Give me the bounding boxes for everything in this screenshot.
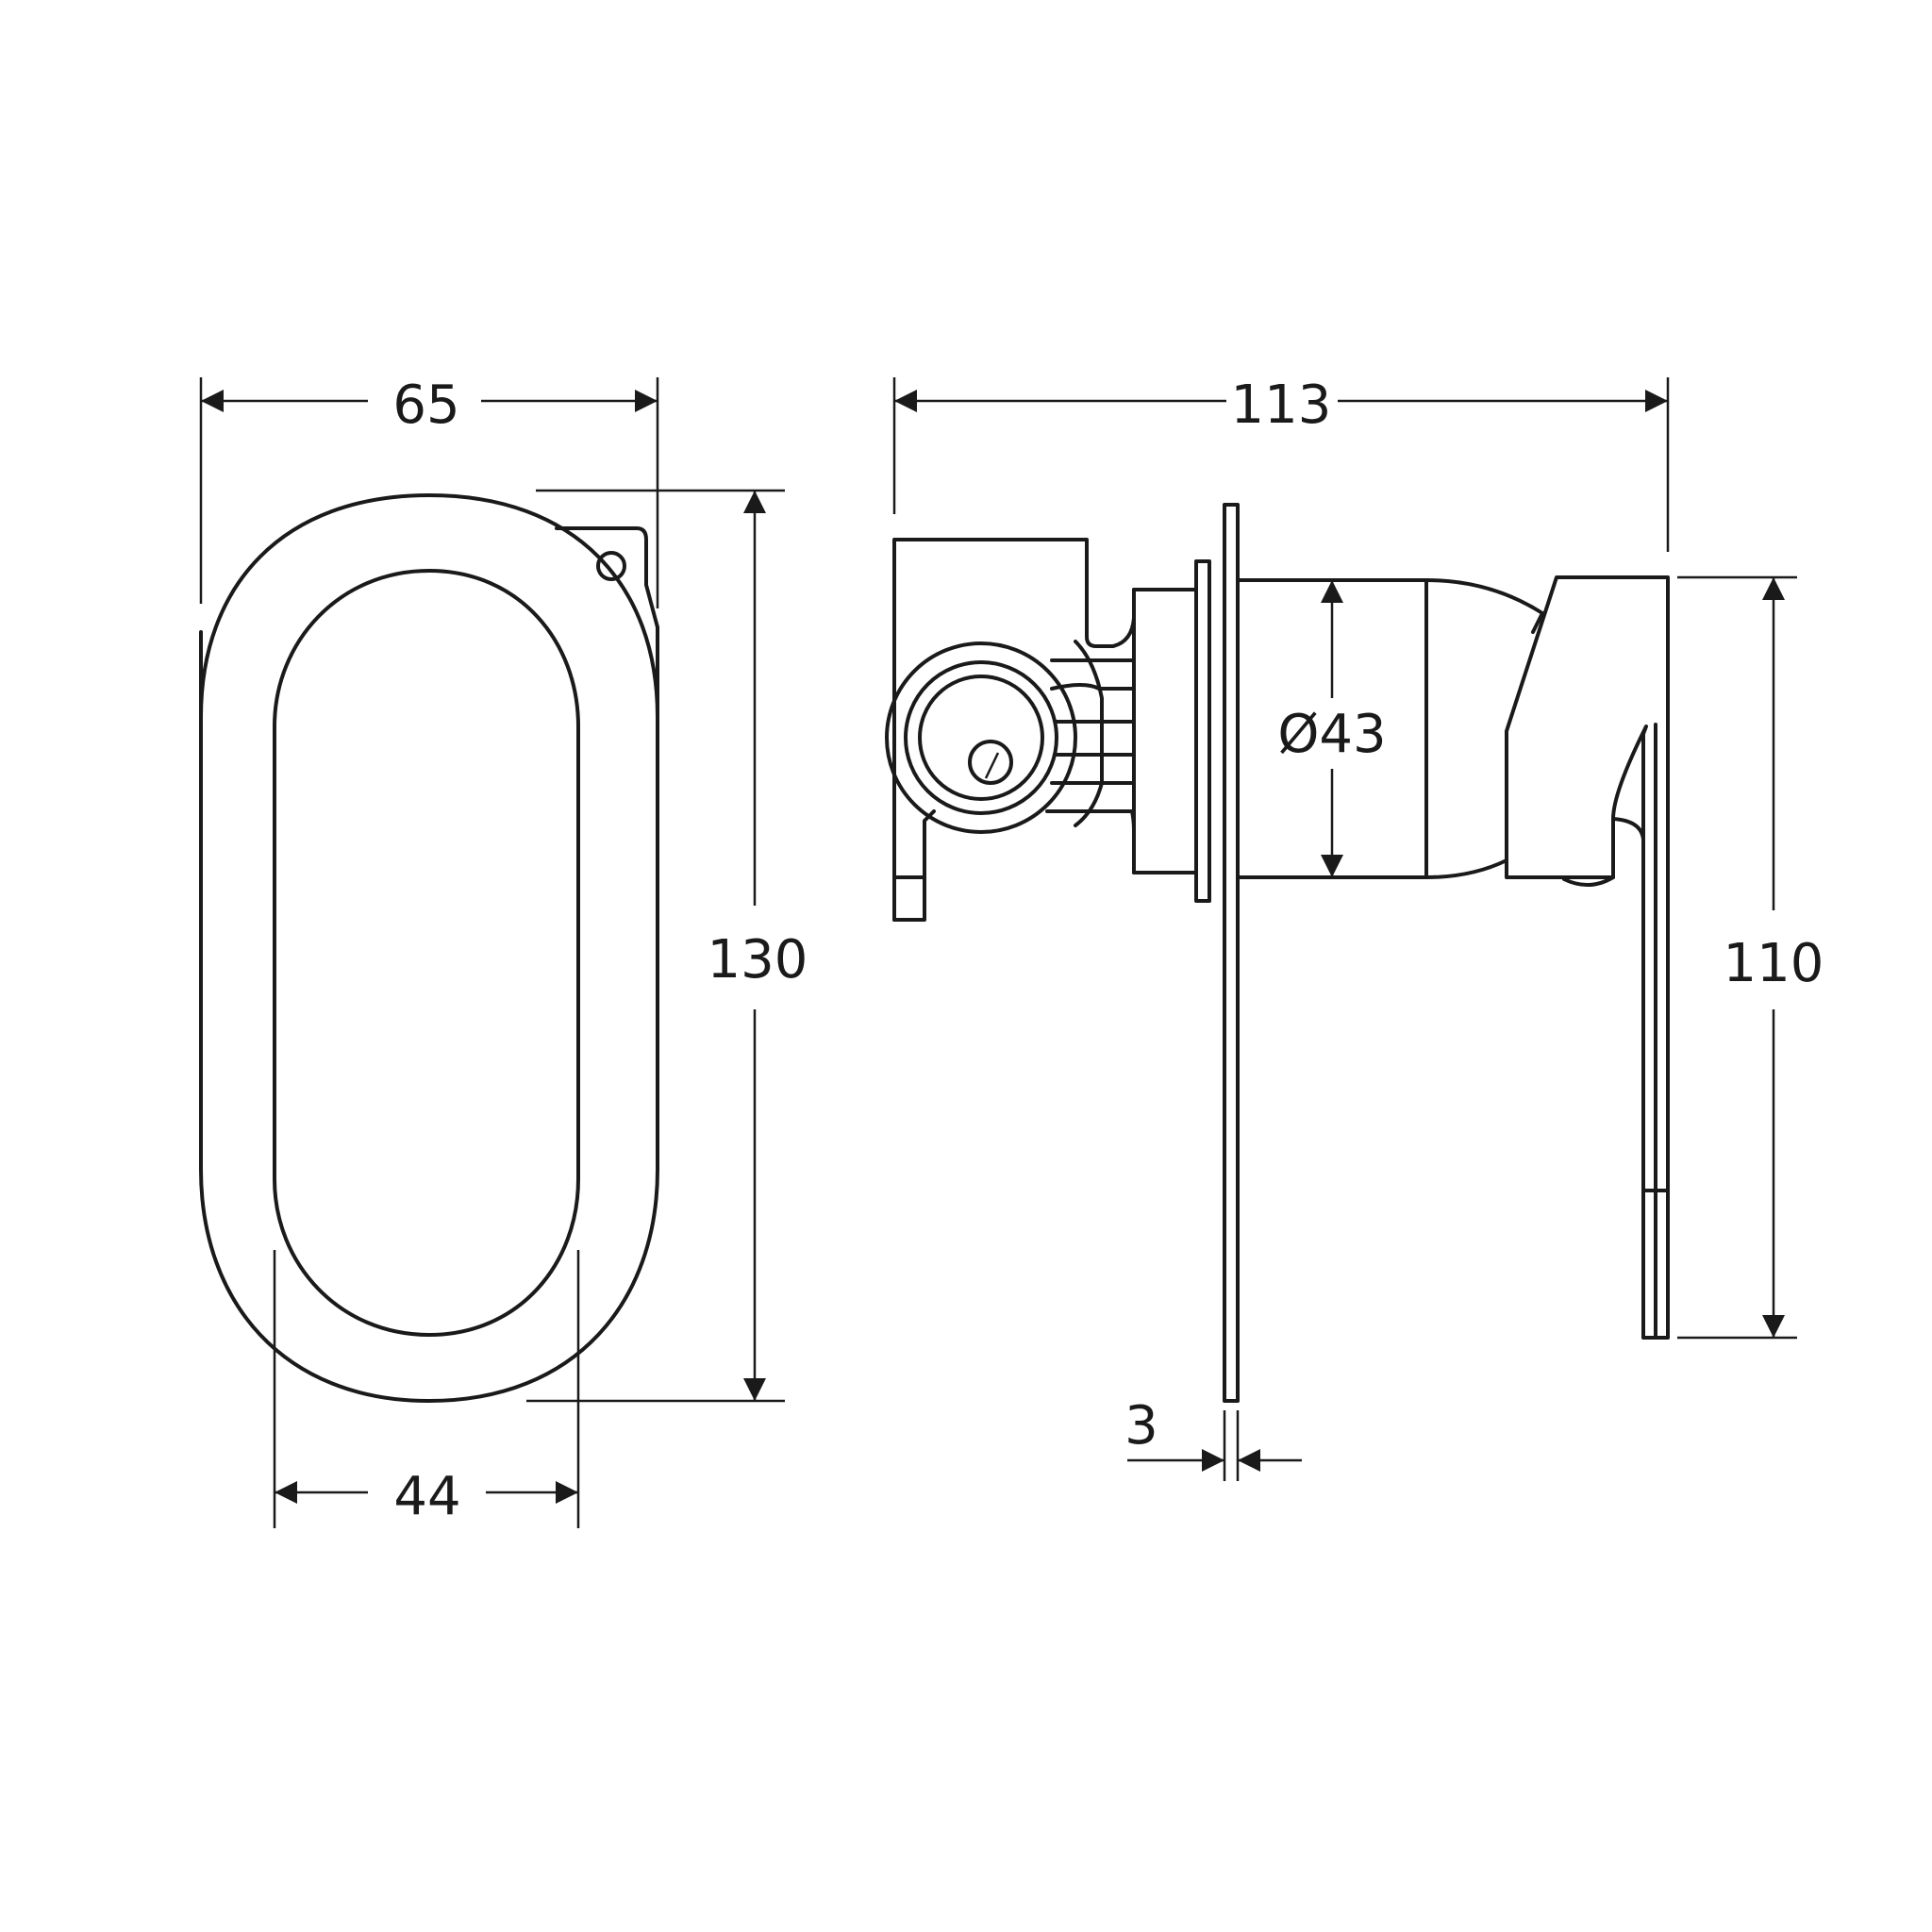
side-view: 113 Ø43 110 3 <box>885 375 1824 1481</box>
side-body-cylinder <box>1132 588 1198 874</box>
front-backplate-top-corner <box>555 526 659 629</box>
dim-height-front: 130 <box>526 489 808 1403</box>
side-lever-underside <box>1562 817 1645 908</box>
dim-lever-height-label: 110 <box>1724 933 1824 994</box>
dim-body-diameter: Ø43 <box>1277 580 1387 877</box>
dim-width-front-label: 65 <box>392 375 459 436</box>
dim-depth-total-label: 113 <box>1231 375 1332 436</box>
side-mount-bracket-lower <box>923 809 936 879</box>
side-valve-inner-circle <box>918 675 1044 801</box>
side-valve-spindle-circle <box>968 740 1013 785</box>
front-lever-inner-outline <box>273 569 580 1337</box>
dim-lever-height: 110 <box>1677 575 1824 1340</box>
side-mount-bracket <box>892 538 1198 922</box>
dim-body-diameter-label: Ø43 <box>1277 704 1386 765</box>
dim-height-front-label: 130 <box>708 929 808 991</box>
dim-depth-total: 113 <box>892 375 1670 552</box>
side-valve-spindle-slot <box>984 752 1000 779</box>
dim-inner-width-front-label: 44 <box>393 1466 460 1527</box>
dim-inner-width-front: 44 <box>273 1250 580 1528</box>
side-fitting-connector <box>1045 658 1136 874</box>
side-lever-handle <box>1505 575 1670 1340</box>
dim-plate-thickness: 3 <box>1124 1395 1302 1481</box>
front-cover-outer-outline <box>199 493 659 1403</box>
side-mount-bracket-foot <box>892 875 926 922</box>
front-view: 65 130 44 <box>199 375 808 1528</box>
side-valve-mid-circle <box>904 660 1058 815</box>
dim-width-front: 65 <box>199 375 659 608</box>
front-pin-circle <box>596 551 626 581</box>
side-back-flange <box>1194 559 1211 903</box>
side-cover-plate <box>1223 503 1240 1403</box>
side-fitting-outline <box>1074 640 1104 827</box>
dim-plate-thickness-label: 3 <box>1124 1395 1158 1457</box>
side-valve-outer-circle <box>885 641 1077 834</box>
